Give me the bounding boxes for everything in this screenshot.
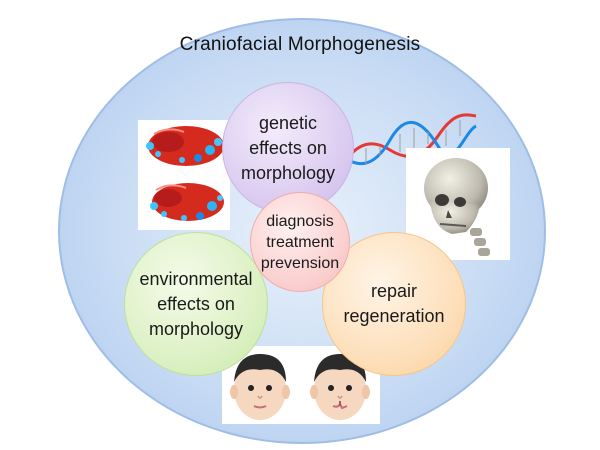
environmental-effects-circle: environmental effects on morphology <box>124 232 268 376</box>
genetic-line-3: morphology <box>240 162 336 183</box>
dna-strand-blue <box>341 120 477 165</box>
human-skull-image <box>406 148 510 260</box>
repair-regeneration-circle: repair regeneration <box>322 232 466 376</box>
environmental-line-2: effects on <box>157 293 235 314</box>
center-line-3: prevension <box>260 254 340 272</box>
genetic-line-2: effects on <box>249 137 327 158</box>
repair-line-1: repair <box>370 281 418 301</box>
center-line-2: treatment <box>266 233 334 251</box>
face-normal <box>230 354 290 420</box>
skull-scan-image <box>138 120 230 230</box>
repair-line-2: regeneration <box>343 306 445 326</box>
environmental-line-3: morphology <box>148 318 244 339</box>
skull-scan-lower <box>150 183 224 221</box>
environmental-line-1: environmental <box>139 268 253 289</box>
diagram-title: Craniofacial Morphogenesis <box>179 34 421 55</box>
center-line-1: diagnosis <box>266 212 334 230</box>
diagnosis-treatment-circle: diagnosis treatment prevension <box>250 192 350 292</box>
skull-scan-upper <box>146 126 224 166</box>
genetic-line-1: genetic <box>258 112 318 133</box>
genetic-effects-circle: genetic effects on morphology <box>222 82 354 214</box>
